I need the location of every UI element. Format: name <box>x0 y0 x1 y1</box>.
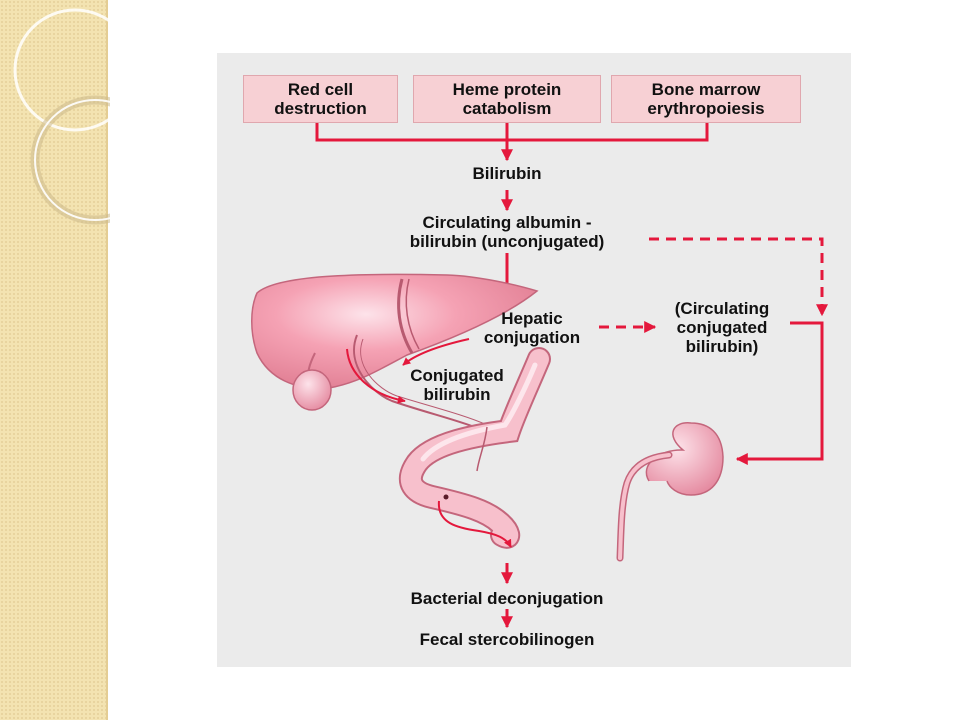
sources-merge-connector <box>315 123 709 142</box>
label-circulating-conjugated-bilirubin: (Circulating conjugated bilirubin) <box>674 299 770 356</box>
bile-duct-illustration <box>353 334 486 432</box>
dashed-arrow-unconjugated-bypass <box>649 237 828 317</box>
intestine-illustration <box>399 347 551 549</box>
bilirubin-metabolism-diagram: Red cell destruction Heme protein catabo… <box>217 53 851 667</box>
arrow-intestinal-flow <box>437 500 512 548</box>
decorative-rings <box>13 8 110 225</box>
label-hepatic-conjugation: Hepatic conjugation <box>483 309 581 347</box>
label-fecal-stercobilinogen: Fecal stercobilinogen <box>419 630 595 649</box>
source-box-bone-marrow-erythropoiesis: Bone marrow erythropoiesis <box>611 75 801 123</box>
diagram-canvas <box>251 123 828 629</box>
liver-illustration <box>251 273 539 390</box>
source-box-heme-protein-catabolism: Heme protein catabolism <box>413 75 601 123</box>
kidney-illustration <box>616 422 724 562</box>
arrow-bile-flow <box>346 348 406 404</box>
arrow-to-conjugated-bilirubin <box>402 338 470 366</box>
arrow-circulation-to-kidney <box>735 321 824 465</box>
label-conjugated-bilirubin: Conjugated bilirubin <box>410 366 504 404</box>
gallbladder-illustration <box>292 352 332 411</box>
label-bacterial-deconjugation: Bacterial deconjugation <box>410 589 604 608</box>
label-circulating-albumin-bilirubin: Circulating albumin - bilirubin (unconju… <box>409 213 605 251</box>
label-bilirubin: Bilirubin <box>472 164 542 183</box>
source-box-red-cell-destruction: Red cell destruction <box>243 75 398 123</box>
